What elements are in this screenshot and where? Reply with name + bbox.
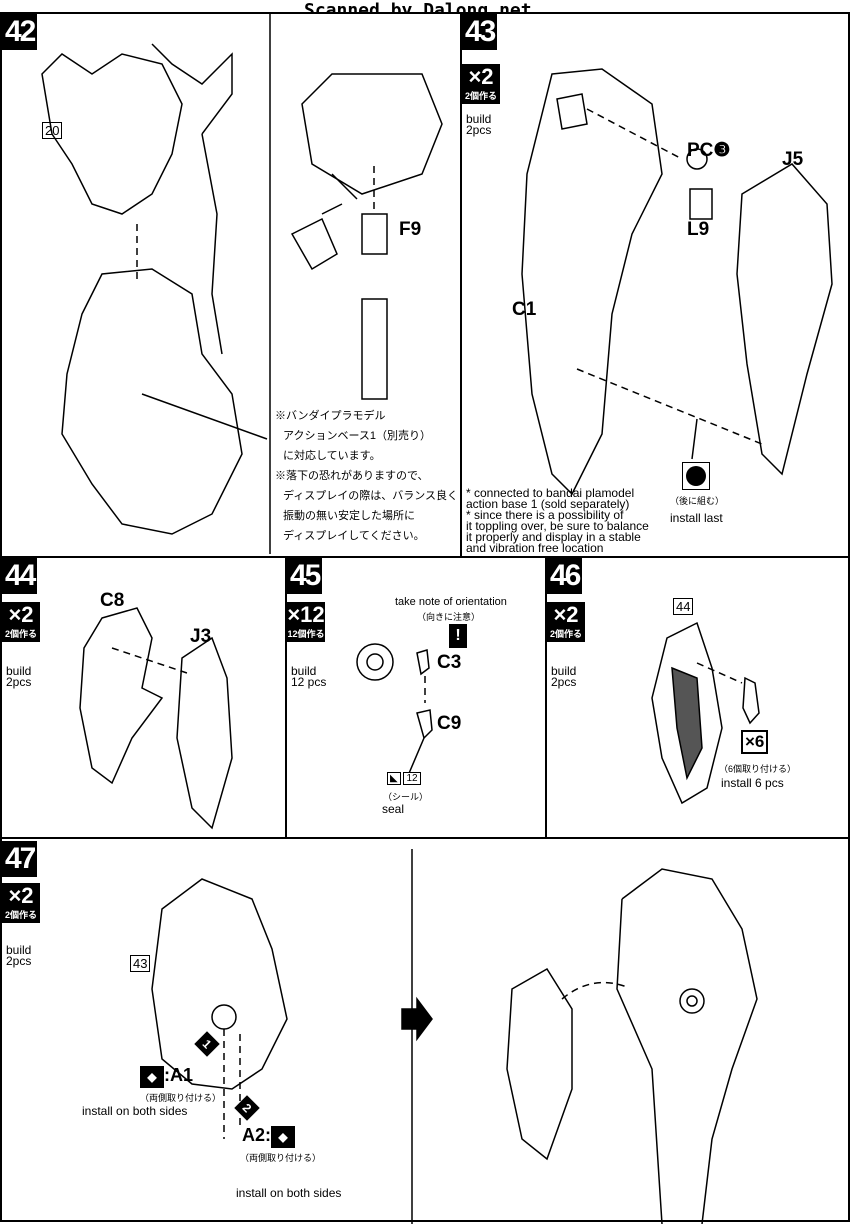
both-sides-label-2: install on both sides (236, 1186, 342, 1200)
warning-icon: ! (449, 624, 467, 648)
part-a2: A2:◆ (242, 1125, 296, 1148)
step-number: 47 (2, 841, 38, 877)
seal-jp: （シール） (383, 792, 429, 802)
step-number: 45 (287, 558, 323, 594)
install-last-jp: （後に組む） (670, 496, 725, 506)
seal-icon: ◣ (387, 772, 401, 785)
both-sides-icon: ◆ (271, 1126, 296, 1148)
part-ref: 43 (130, 955, 151, 972)
armor-fins-illustration (651, 621, 760, 805)
step-number: 46 (547, 558, 583, 594)
robot-assembly-illustration (41, 14, 443, 554)
both-sides-icon: ◆ (140, 1066, 164, 1088)
step-number: 44 (2, 558, 38, 594)
both-sides-label-1: install on both sides (82, 1104, 188, 1118)
part-ref: 44 (673, 598, 694, 615)
part-label-c3: C3 (437, 652, 462, 673)
step-number: 43 (462, 14, 498, 50)
orientation-note-jp: （向きに注意） (417, 612, 481, 622)
step-42-panel: 42 20 F9 ※バンダイプラモデル アクションベース1（別売り） に対応して… (0, 12, 462, 558)
seal-label: seal (382, 802, 405, 816)
part-ref: 20 (42, 122, 63, 139)
part-label-l9: L9 (687, 219, 710, 240)
step-number: 42 (2, 14, 38, 50)
part-label-pc: PC❸ (687, 140, 731, 161)
install-last-icon (682, 462, 710, 490)
install-multiplier: ×6 (741, 730, 769, 754)
part-label-j5: J5 (782, 149, 804, 170)
armor-part-illustration (79, 607, 233, 830)
install-label: install 6 pcs (721, 776, 784, 790)
part-label-c1: C1 (512, 299, 537, 320)
part-a1: ◆:A1 (140, 1065, 193, 1088)
install-last-label: install last (670, 511, 723, 525)
both-sides-jp-2: （両側取り付ける） (240, 1153, 322, 1163)
part-label-c9: C9 (437, 713, 462, 734)
assembly-illustration (151, 849, 758, 1224)
part-label-f9: F9 (399, 219, 422, 240)
part-label-j3: J3 (190, 626, 212, 647)
both-sides-jp-1: （両側取り付ける） (140, 1093, 222, 1103)
install-jp: （6個取り付ける） (719, 764, 797, 774)
seal-ref: ◣ 12 (387, 772, 421, 785)
orientation-note: take note of orientation (395, 596, 507, 608)
small-part-illustration (356, 643, 433, 779)
part-label-c8: C8 (100, 590, 125, 611)
shoulder-armor-illustration (521, 68, 833, 496)
action-base-note-jp: ※バンダイプラモデル アクションベース1（別売り） に対応しています。 ※落下の… (275, 410, 459, 542)
action-base-note-en: * connected to bandai plamodel action ba… (466, 486, 649, 555)
